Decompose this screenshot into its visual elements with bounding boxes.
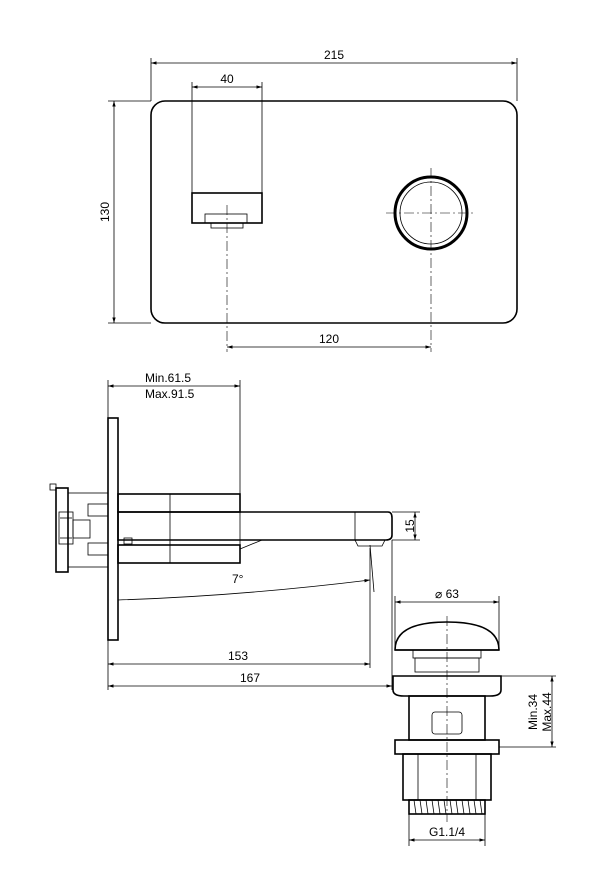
wall-plate-outline — [150, 100, 518, 324]
dim-axis-distance-label: 120 — [319, 332, 339, 346]
dim-height-label: 130 — [98, 202, 112, 222]
dim-max-label: Max.91.5 — [145, 387, 195, 401]
dim-min-label: Min.61.5 — [145, 371, 191, 385]
dim-width-label: 215 — [324, 48, 344, 62]
dim-reach-153-label: 153 — [228, 649, 248, 663]
concealed-body — [49, 483, 109, 573]
drain-view: ⌀ 63 Min.34 Max.44 G1.1/4 — [392, 587, 556, 846]
dim-thread-label: G1.1/4 — [429, 825, 465, 839]
drain-flange — [392, 675, 502, 697]
dim-spout-width-label: 40 — [220, 72, 234, 86]
spout-side — [117, 493, 393, 564]
dim-reach-167-label: 167 — [240, 671, 260, 685]
dim-angle-label: 7° — [232, 572, 244, 586]
dim-height-max-label: Max.44 — [540, 692, 554, 732]
dim-thickness-label: 15 — [403, 519, 417, 533]
side-view: Min.61.5 Max.91.5 15 7° 153 167 — [49, 371, 420, 690]
dim-height-min-label: Min.34 — [526, 694, 540, 730]
front-view: 215 40 130 120 — [98, 48, 518, 352]
wall-plate-side — [107, 417, 119, 641]
dim-diameter-label: ⌀ 63 — [435, 587, 459, 601]
